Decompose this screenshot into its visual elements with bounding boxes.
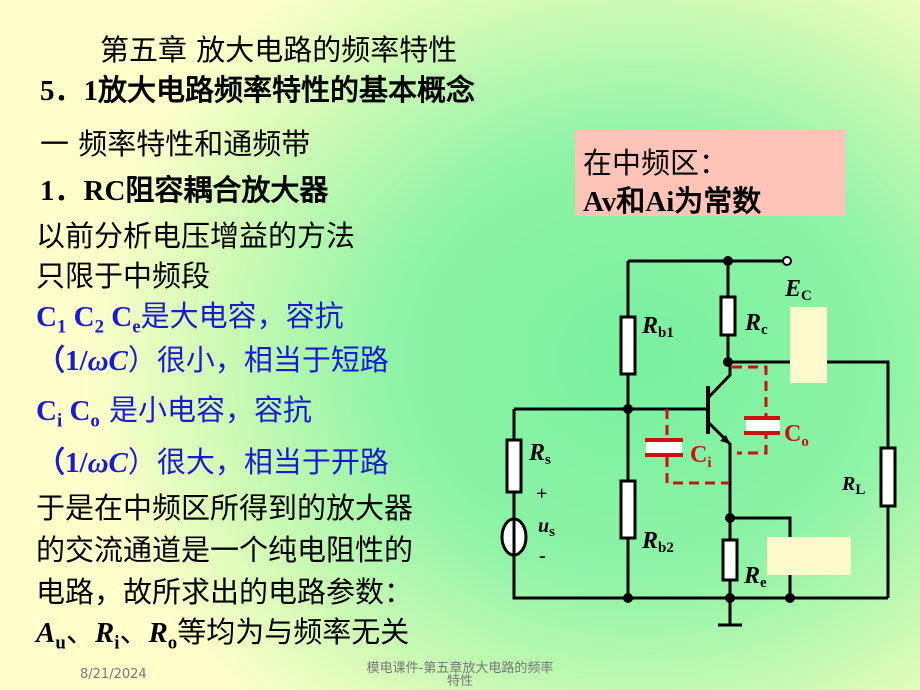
- nodes: [623, 256, 795, 603]
- parasitic-capacitor-wires: [665, 365, 768, 485]
- section-text: 5．1放大电路频率特性的基本概念: [40, 75, 476, 107]
- svg-text:us: us: [538, 515, 555, 540]
- label-co: C: [784, 421, 801, 447]
- sub: 2: [94, 316, 104, 338]
- open-circuit-line: （1/ωC）很大，相当于开路: [36, 448, 389, 478]
- resistor-rl: [879, 446, 897, 508]
- text-line: 电路，故所求出的电路参数：: [36, 575, 414, 609]
- footer-date: 8/21/2024: [80, 667, 147, 682]
- label-rc: R: [744, 310, 761, 336]
- svg-text:Rb1: Rb1: [641, 313, 674, 341]
- cap-c: C: [36, 395, 57, 427]
- svg-text:Rs: Rs: [528, 440, 551, 468]
- sub: L: [855, 482, 865, 498]
- resistor-rb2: [619, 479, 637, 540]
- sub: e: [760, 575, 767, 591]
- footer-title-line2: 特性: [446, 674, 473, 689]
- label-minus: -: [539, 545, 546, 567]
- svg-text:EC: EC: [784, 276, 812, 304]
- callout-line1: 在中频区：: [583, 146, 729, 180]
- cap-c: C: [36, 301, 57, 333]
- resistor-rb1: [619, 315, 637, 376]
- circuit-labels: EC Rb1 Rc Rs + us - Rb2 Re RL Ci Co: [528, 276, 865, 591]
- text: 是小电容，容抗: [99, 393, 313, 427]
- text-line: 于是在中频区所得到的放大器: [36, 491, 414, 525]
- cap-c: C: [62, 395, 91, 427]
- text: R: [148, 617, 168, 649]
- sub: i: [114, 632, 120, 654]
- text: ）很大，相当于开路: [127, 445, 389, 479]
- sub: i: [56, 410, 63, 432]
- label-us: u: [538, 515, 549, 537]
- large-capacitors-line: C1 C2 Ce是大电容，容抗: [36, 302, 344, 337]
- callout-box: 在中频区： Av和Ai为常数: [575, 130, 845, 218]
- text: ωC: [87, 345, 128, 377]
- label-rl: R: [841, 473, 855, 495]
- sub: i: [707, 455, 711, 471]
- cap-c: C: [66, 301, 95, 333]
- cover-patch: [767, 537, 851, 575]
- sub: b1: [658, 325, 674, 341]
- section-heading: 5．1放大电路频率特性的基本概念: [40, 76, 475, 106]
- cover-patch: [790, 307, 827, 383]
- item-text: 1．RC阻容耦合放大器: [40, 175, 329, 207]
- label-ci: C: [690, 442, 707, 468]
- text: 等均为与频率无关: [177, 615, 410, 649]
- text-line: 以前分析电压增益的方法: [36, 219, 356, 253]
- label-rb2: R: [641, 528, 658, 554]
- svg-text:Co: Co: [784, 421, 809, 450]
- item-heading: 1．RC阻容耦合放大器: [40, 176, 328, 206]
- text: ωC: [87, 447, 128, 479]
- svg-text:Ci: Ci: [690, 442, 712, 471]
- sub: u: [55, 632, 66, 654]
- callout-line2: Av和Ai为常数: [583, 186, 762, 218]
- sub: s: [549, 524, 555, 540]
- sub: o: [801, 434, 809, 450]
- sub: o: [167, 632, 178, 654]
- sub: C: [801, 288, 812, 304]
- short-circuit-line: （1/ωC）很小，相当于短路: [36, 346, 389, 376]
- text-line: 的交流通道是一个纯电阻性的: [36, 533, 414, 567]
- svg-text:Rc: Rc: [744, 310, 768, 338]
- label-re: R: [743, 563, 760, 589]
- sub: 1: [56, 316, 67, 338]
- sub: o: [90, 410, 100, 432]
- text: 、: [119, 615, 149, 649]
- text-line: 只限于中频段: [36, 259, 211, 293]
- resistor-rs: [505, 438, 523, 494]
- svg-text:Re: Re: [743, 563, 767, 591]
- conclusion-line: Au、Ri、Ro等均为与频率无关: [36, 618, 409, 653]
- text: ）很小，相当于短路: [127, 343, 389, 377]
- capacitor-plates: [645, 416, 780, 457]
- resistor-re: [721, 538, 739, 582]
- svg-text:Rb2: Rb2: [641, 528, 674, 556]
- sub: c: [761, 322, 768, 338]
- subsection-heading: 一 频率特性和通频带: [40, 127, 311, 161]
- footer-title: 模电课件-第五章放大电路的频率特性: [270, 662, 650, 688]
- slide-title: 第五章 放大电路的频率特性: [100, 33, 458, 67]
- ec-terminal: [782, 256, 792, 266]
- text: 、: [65, 615, 95, 649]
- text: （1/: [36, 447, 88, 479]
- footer-title-line1: 模电课件-第五章放大电路的频率: [366, 661, 554, 676]
- label-ec: E: [784, 276, 801, 302]
- label-rb1: R: [641, 313, 658, 339]
- text: R: [94, 617, 115, 649]
- cap-c: C: [104, 301, 133, 333]
- svg-text:RL: RL: [841, 473, 865, 498]
- small-capacitors-line: Ci Co 是小电容，容抗: [36, 396, 312, 431]
- label-rs: R: [528, 440, 545, 466]
- sub: s: [545, 452, 551, 468]
- sub: b2: [658, 540, 674, 556]
- text: （1/: [36, 345, 88, 377]
- label-plus: +: [536, 483, 547, 505]
- text: 是大电容，容抗: [140, 299, 344, 333]
- sub: e: [132, 316, 141, 338]
- text: A: [36, 617, 56, 649]
- resistor-rc: [719, 295, 737, 337]
- emitter-arrow: [720, 435, 730, 444]
